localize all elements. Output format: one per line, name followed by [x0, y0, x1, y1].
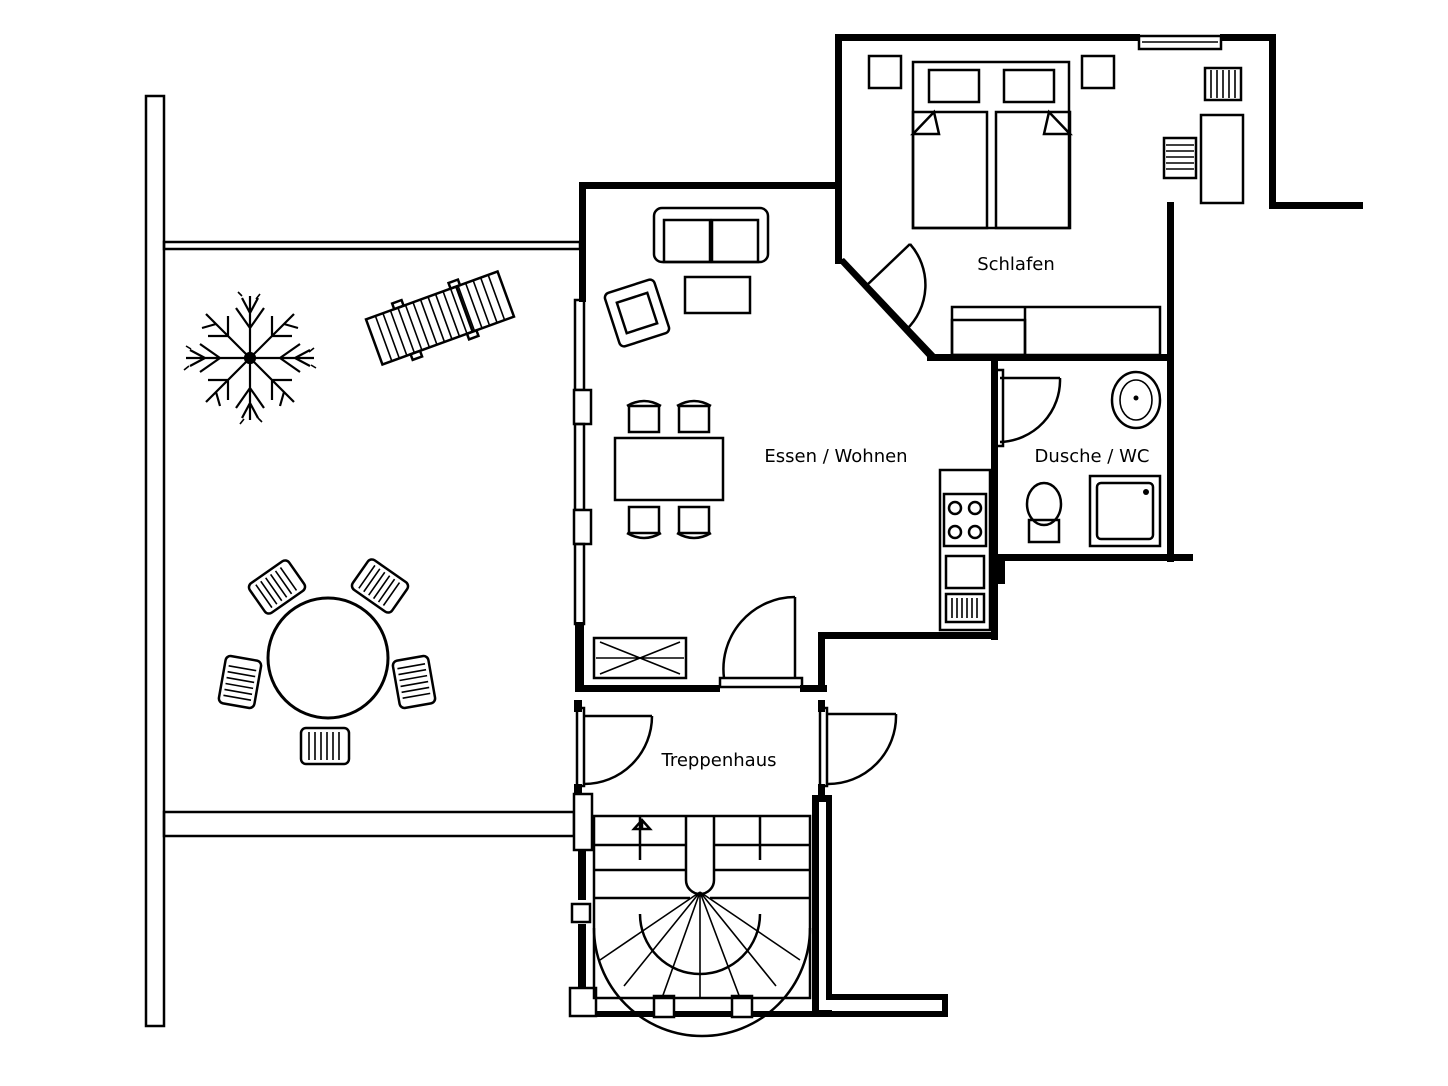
sideboard-icon [592, 636, 688, 680]
nightstand-icon [867, 54, 903, 90]
chair-icon [1203, 66, 1243, 102]
terrace-railing-bottom [162, 810, 576, 838]
sink-icon [944, 554, 986, 624]
dining-chair-icon [626, 505, 662, 540]
room-label-dusche-wc: Dusche / WC [1035, 446, 1150, 467]
kitchen-counter-icon [938, 468, 992, 632]
sun-lounger-icon [364, 269, 516, 367]
terrace-outer-wall [144, 94, 166, 1028]
room-label-essen-wohnen: Essen / Wohnen [764, 446, 907, 467]
dining-chair-icon [626, 399, 662, 434]
terrace-railing-top [162, 240, 582, 251]
garden-chair-icon [217, 654, 263, 710]
garden-chair-icon [299, 726, 351, 766]
armchair-icon [603, 278, 671, 348]
staircase-icon [592, 814, 812, 1038]
pillars [568, 792, 754, 1019]
dining-chair-icon [676, 505, 712, 540]
dining-table-icon [613, 436, 725, 502]
garden-chair-icon [247, 559, 307, 615]
double-bed-icon [910, 60, 1073, 230]
dining-chair-icon [676, 399, 712, 434]
garden-chair-icon [391, 654, 437, 710]
room-label-treppenhaus: Treppenhaus [661, 750, 777, 771]
sofa-icon [652, 206, 770, 264]
room-label-schlafen: Schlafen [977, 254, 1055, 275]
garden-table-icon [266, 596, 390, 720]
garden-chair-icon [350, 558, 410, 614]
washbasin-icon [1110, 370, 1162, 430]
nightstand-icon [1080, 54, 1116, 90]
toilet-icon [1025, 481, 1063, 544]
wardrobe-icon [950, 305, 1162, 357]
walls [574, 34, 1363, 1017]
coffee-table-icon [683, 275, 752, 315]
doors [583, 243, 1062, 786]
desk-icon [1199, 113, 1245, 205]
terrace [144, 94, 582, 1028]
windows [572, 34, 1223, 788]
chair-icon [1162, 136, 1198, 180]
shower-icon [1088, 474, 1162, 548]
tree-icon [183, 291, 317, 425]
